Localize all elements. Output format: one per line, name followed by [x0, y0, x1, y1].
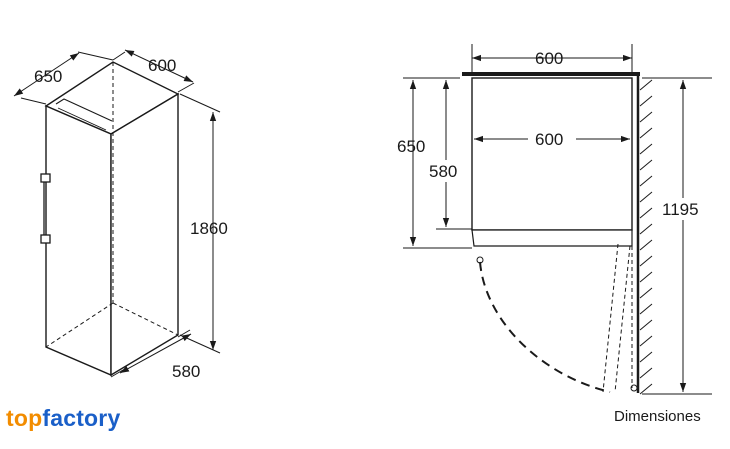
- plan-inner-width-label-bg: [528, 128, 576, 148]
- plan-fridge-body: [471, 77, 633, 247]
- iso-depth-dimension: [13, 51, 114, 105]
- plan-inner-depth-label-bg: [426, 160, 466, 182]
- dimensions-caption: Dimensiones: [614, 408, 701, 425]
- handle-icon: [40, 173, 51, 244]
- plan-outer-width-dimension: [471, 44, 633, 72]
- iso-height-label: 1860: [190, 219, 228, 238]
- iso-base-depth-label: 580: [172, 362, 200, 381]
- brand-part-top: top: [6, 405, 43, 431]
- iso-base-depth-dimension: [110, 329, 192, 378]
- brand-part-factory: factory: [42, 405, 121, 431]
- plan-inner-width-label: 600: [535, 130, 563, 149]
- plan-outer-width-label: 600: [535, 49, 563, 68]
- iso-fridge: [44, 61, 180, 377]
- plan-door-clearance-label: 1195: [662, 200, 699, 219]
- plan-door-clearance-label-bg: [660, 198, 706, 220]
- iso-width-dimension: [112, 49, 195, 93]
- plan-inner-depth-label: 580: [429, 162, 457, 181]
- iso-depth-label: 650: [34, 67, 62, 86]
- topfactory-logo: topfactory: [6, 405, 120, 432]
- door-swing: [476, 243, 638, 393]
- plan-outer-depth-dimension: [403, 77, 472, 249]
- iso-width-label: 600: [148, 56, 176, 75]
- plan-door-clearance-dimension: [642, 77, 712, 395]
- plan-inner-depth-dimension: [436, 80, 472, 230]
- plan-outer-depth-label: 650: [397, 137, 425, 156]
- wall: [462, 72, 653, 395]
